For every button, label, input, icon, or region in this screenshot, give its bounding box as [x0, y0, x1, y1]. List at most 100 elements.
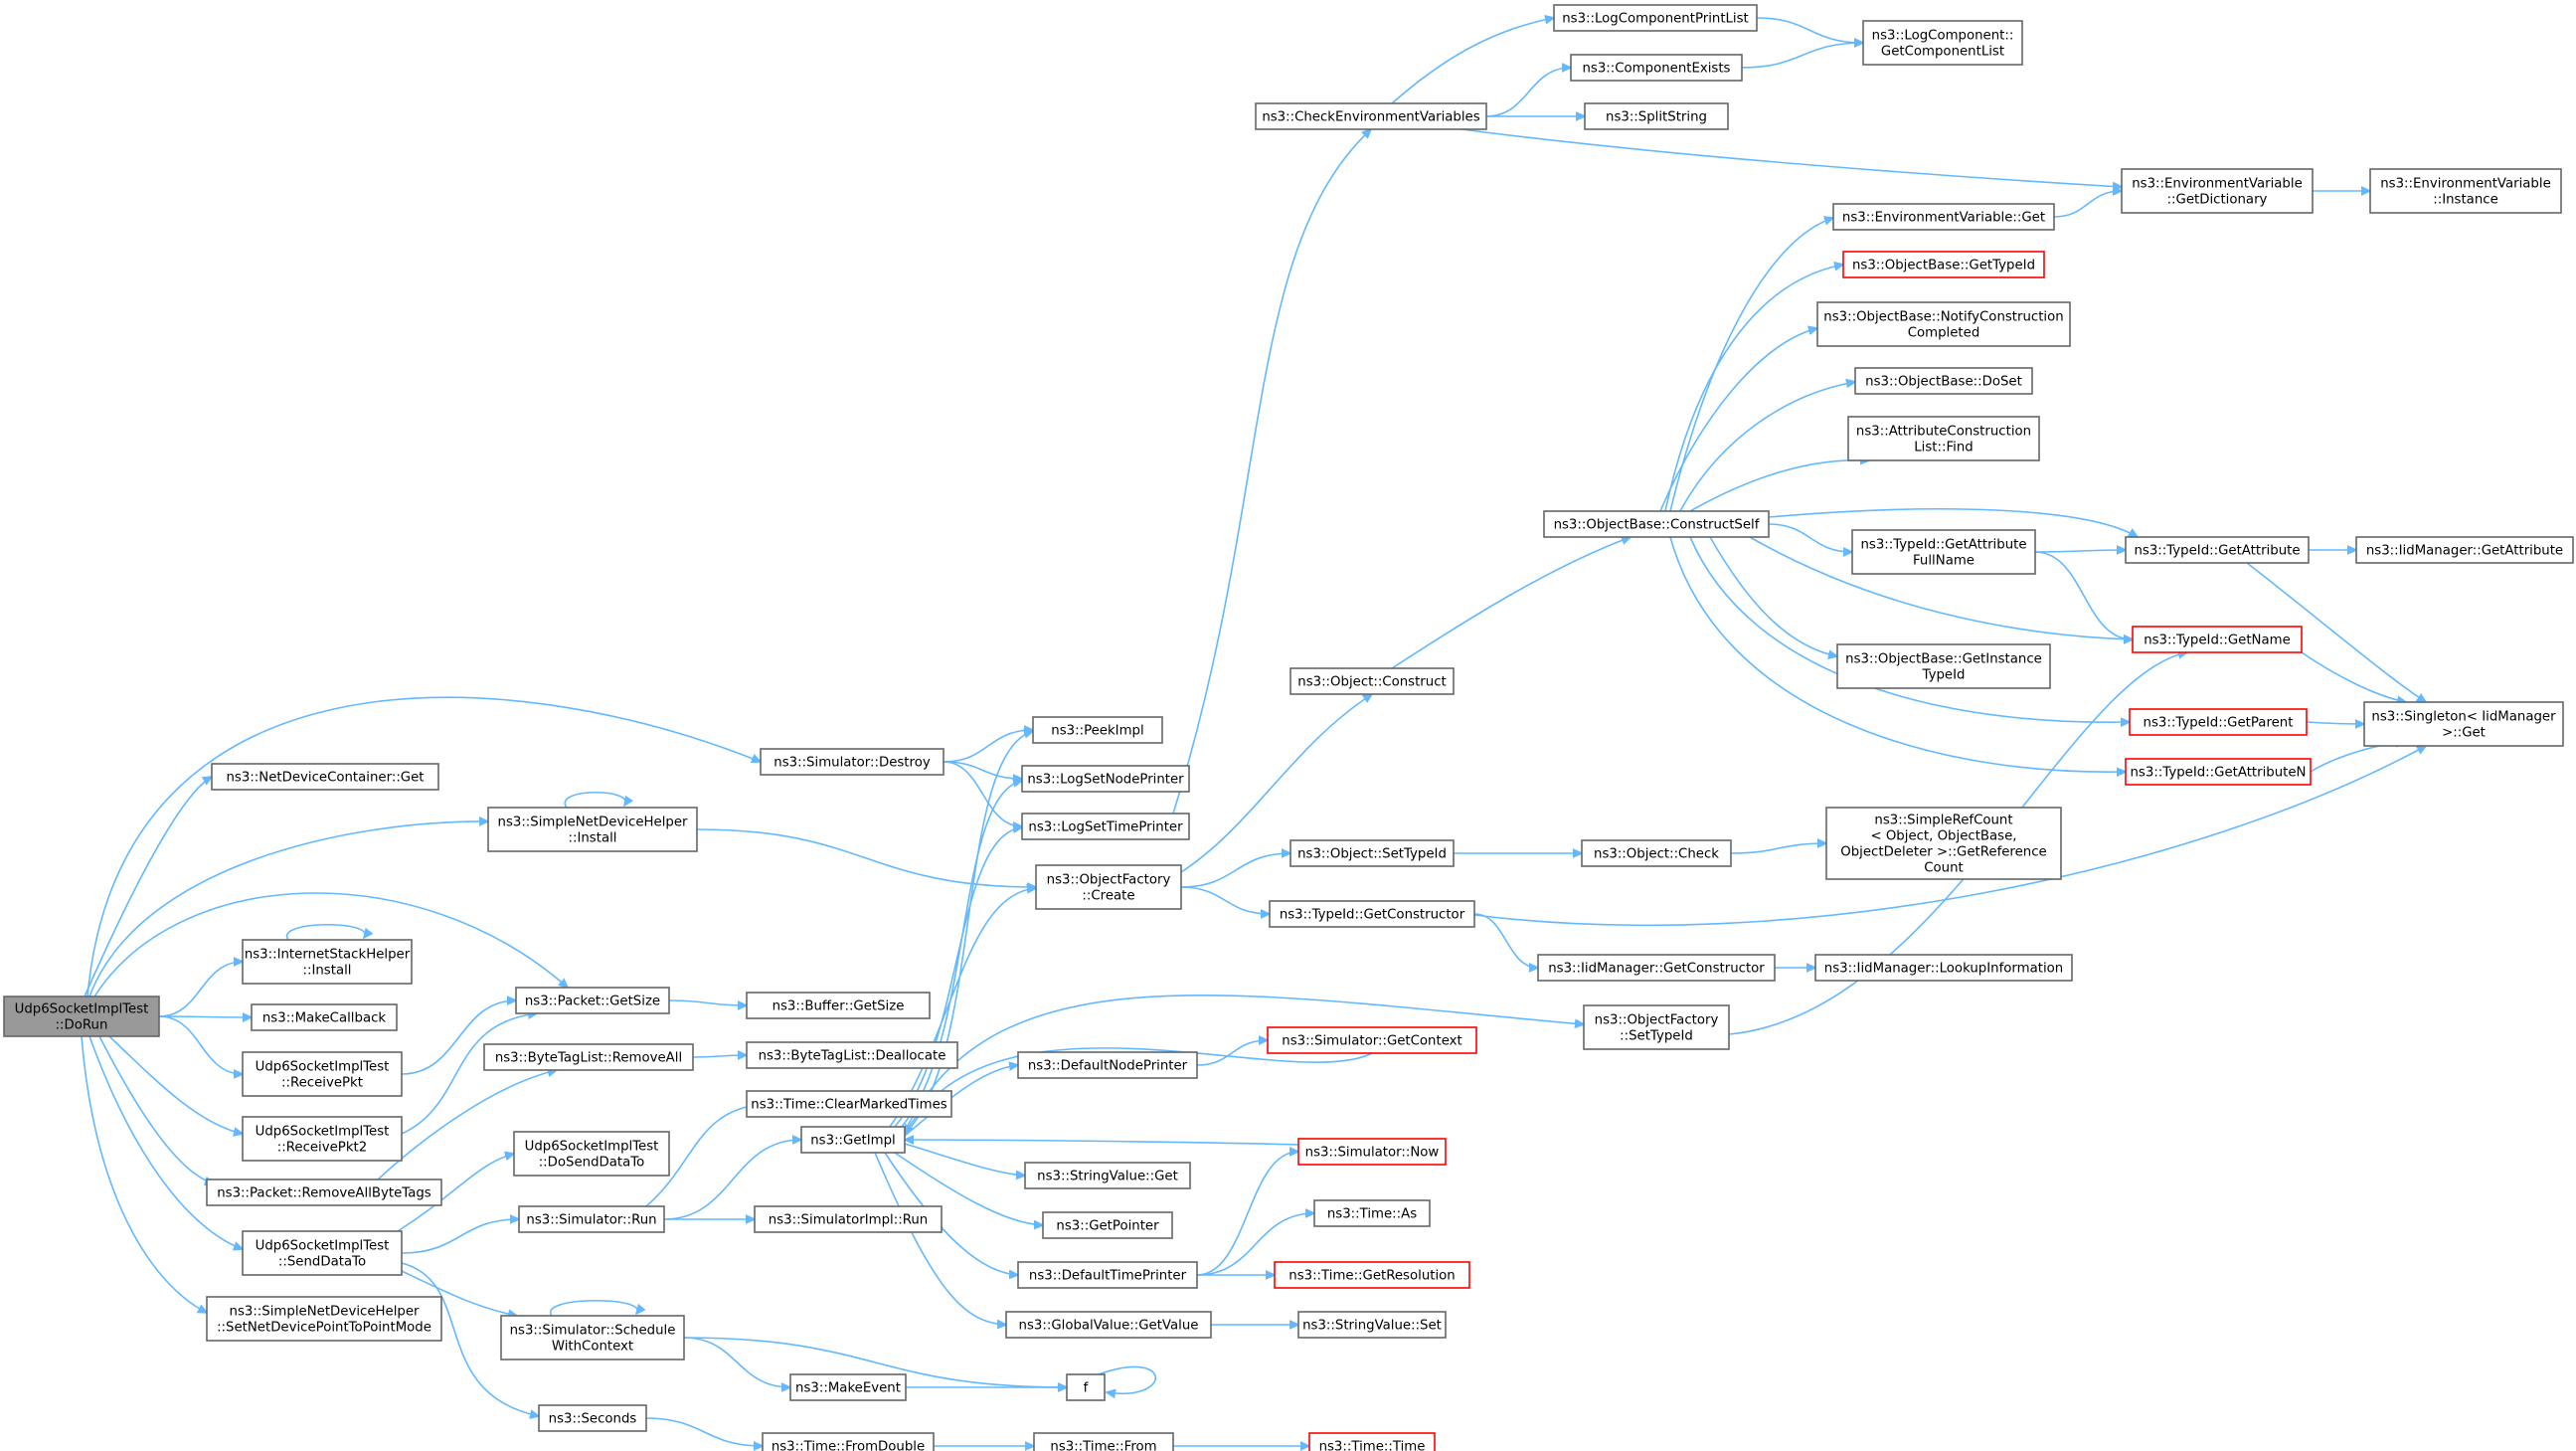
- edge-btlRemoveAll-to-btlDealloc: [692, 1055, 747, 1057]
- node-box: [789, 1373, 907, 1401]
- node-ofSetTypeId[interactable]: ns3::ObjectFactory::SetTypeId: [1583, 1004, 1730, 1050]
- node-objSetTypeId[interactable]: ns3::Object::SetTypeId: [1289, 839, 1455, 867]
- node-logNode[interactable]: ns3::LogSetNodePrinter: [1021, 765, 1190, 793]
- node-timeTime[interactable]: ns3::Time::Time: [1308, 1432, 1436, 1451]
- node-tidGetAttribute[interactable]: ns3::TypeId::GetAttribute: [2125, 536, 2310, 564]
- node-peekImpl[interactable]: ns3::PeekImpl: [1032, 716, 1163, 744]
- node-getPointer[interactable]: ns3::GetPointer: [1042, 1211, 1173, 1239]
- node-timeFrom[interactable]: ns3::Time::From: [1033, 1432, 1174, 1451]
- node-box: [1289, 667, 1455, 695]
- node-label: ::ReceivePkt2: [277, 1140, 367, 1155]
- node-makeCallback[interactable]: ns3::MakeCallback: [251, 1003, 398, 1031]
- node-box: [1042, 1211, 1173, 1239]
- node-doSendDataTo[interactable]: Udp6SocketImplTest::DoSendDataTo: [513, 1131, 670, 1177]
- node-root[interactable]: Udp6SocketImplTest::DoRun: [3, 996, 160, 1037]
- node-label: ns3::TypeId::GetAttributeN: [2131, 765, 2307, 780]
- node-ndcGet[interactable]: ns3::NetDeviceContainer::Get: [211, 763, 439, 791]
- node-label: ns3::DefaultNodePrinter: [1028, 1058, 1188, 1073]
- node-strValGet[interactable]: ns3::StringValue::Get: [1024, 1162, 1191, 1189]
- node-box: [242, 1116, 403, 1162]
- node-envInstance[interactable]: ns3::EnvironmentVariable::Instance: [2369, 168, 2562, 214]
- node-label: ::GetDictionary: [2167, 192, 2268, 207]
- node-envVarGet[interactable]: ns3::EnvironmentVariable::Get: [1832, 203, 2055, 231]
- node-label: ns3::LogComponentPrintList: [1562, 11, 1749, 26]
- edge-root-to-receivePkt: [158, 1015, 243, 1074]
- node-obConstructSelf[interactable]: ns3::ObjectBase::ConstructSelf: [1543, 510, 1770, 538]
- node-label: ns3::GetPointer: [1056, 1218, 1159, 1233]
- node-simImplRun[interactable]: ns3::SimulatorImpl::Run: [754, 1205, 943, 1233]
- node-label: Udp6SocketImplTest: [15, 1001, 149, 1016]
- node-removeAllByteTags[interactable]: ns3::Packet::RemoveAllByteTags: [206, 1179, 442, 1206]
- node-iidLookup[interactable]: ns3::IidManager::LookupInformation: [1814, 954, 2073, 982]
- node-fromDouble[interactable]: ns3::Time::FromDouble: [762, 1432, 935, 1451]
- edge-obConstructSelf-to-obGetTypeId: [1664, 265, 1843, 512]
- node-btlRemoveAll[interactable]: ns3::ByteTagList::RemoveAll: [483, 1043, 694, 1071]
- node-tidGetName[interactable]: ns3::TypeId::GetName: [2132, 626, 2303, 653]
- node-objConstruct[interactable]: ns3::Object::Construct: [1289, 667, 1455, 695]
- node-tidGetCtor[interactable]: ns3::TypeId::GetConstructor: [1269, 900, 1475, 928]
- node-obNotify[interactable]: ns3::ObjectBase::NotifyConstructionCompl…: [1816, 301, 2071, 347]
- node-logPrintList[interactable]: ns3::LogComponentPrintList: [1553, 4, 1758, 32]
- node-label: ns3::Time::As: [1327, 1206, 1417, 1221]
- node-envGetDict[interactable]: ns3::EnvironmentVariable::GetDictionary: [2121, 168, 2314, 214]
- node-simGetContext[interactable]: ns3::Simulator::GetContext: [1267, 1026, 1477, 1054]
- node-ishInstall[interactable]: ns3::InternetStackHelper::Install: [242, 939, 413, 985]
- node-bufGetSize[interactable]: ns3::Buffer::GetSize: [746, 992, 931, 1019]
- node-seconds[interactable]: ns3::Seconds: [538, 1404, 647, 1432]
- node-simDestroy[interactable]: ns3::Simulator::Destroy: [760, 748, 945, 776]
- node-logTime[interactable]: ns3::LogSetTimePrinter: [1021, 813, 1190, 840]
- node-box: [746, 1041, 958, 1069]
- node-box: [242, 939, 413, 985]
- node-label: ns3::GlobalValue::GetValue: [1019, 1318, 1199, 1333]
- node-sndhInstall[interactable]: ns3::SimpleNetDeviceHelper::Install: [487, 807, 698, 852]
- node-iidGetCtor[interactable]: ns3::IidManager::GetConstructor: [1537, 954, 1776, 982]
- node-box: [487, 807, 698, 852]
- node-box: [483, 1043, 694, 1071]
- node-obDoSet[interactable]: ns3::ObjectBase::DoSet: [1854, 367, 2033, 395]
- node-ofCreate[interactable]: ns3::ObjectFactory::Create: [1035, 864, 1182, 910]
- node-clearMarked[interactable]: ns3::Time::ClearMarkedTimes: [746, 1090, 952, 1118]
- node-timeAs[interactable]: ns3::Time::As: [1313, 1199, 1431, 1227]
- node-srcGetRefCount[interactable]: ns3::SimpleRefCount< Object, ObjectBase,…: [1825, 807, 2062, 880]
- node-receivePkt2[interactable]: Udp6SocketImplTest::ReceivePkt2: [242, 1116, 403, 1162]
- node-receivePkt[interactable]: Udp6SocketImplTest::ReceivePkt: [242, 1051, 403, 1097]
- node-box: [1570, 54, 1743, 82]
- node-checkEnv[interactable]: ns3::CheckEnvironmentVariables: [1255, 102, 1487, 130]
- node-makeEvent[interactable]: ns3::MakeEvent: [789, 1373, 907, 1401]
- node-label: ns3::LogComponent::: [1872, 28, 2014, 43]
- node-label: ns3::TypeId::GetAttribute: [1860, 537, 2026, 552]
- node-iidGetAttr[interactable]: ns3::IidManager::GetAttribute: [2355, 536, 2574, 564]
- node-tidGetParent[interactable]: ns3::TypeId::GetParent: [2129, 708, 2308, 736]
- node-simRun[interactable]: ns3::Simulator::Run: [518, 1205, 665, 1233]
- node-btlDealloc[interactable]: ns3::ByteTagList::Deallocate: [746, 1041, 958, 1069]
- node-timeGetRes[interactable]: ns3::Time::GetResolution: [1274, 1261, 1470, 1289]
- node-box: [1033, 1432, 1174, 1451]
- node-setPtp[interactable]: ns3::SimpleNetDeviceHelper::SetNetDevice…: [206, 1296, 442, 1342]
- edge-obConstructSelf-to-tidGetAttrN: [1669, 536, 2126, 772]
- edge-getImpl-to-ofSetTypeId: [904, 994, 1584, 1133]
- node-strValSet[interactable]: ns3::StringValue::Set: [1297, 1311, 1447, 1339]
- node-getImpl[interactable]: ns3::GetImpl: [800, 1126, 906, 1154]
- node-pktGetSize[interactable]: ns3::Packet::GetSize: [515, 987, 670, 1014]
- node-tidGetAttrN[interactable]: ns3::TypeId::GetAttributeN: [2125, 758, 2312, 786]
- node-label: ns3::ObjectBase::NotifyConstruction: [1823, 309, 2063, 324]
- node-compExists[interactable]: ns3::ComponentExists: [1570, 54, 1743, 82]
- node-box: [500, 1315, 685, 1360]
- node-splitString[interactable]: ns3::SplitString: [1584, 102, 1729, 130]
- node-simNow[interactable]: ns3::Simulator::Now: [1297, 1138, 1447, 1166]
- node-defNodePrinter[interactable]: ns3::DefaultNodePrinter: [1017, 1051, 1198, 1079]
- node-defTimePrinter[interactable]: ns3::DefaultTimePrinter: [1017, 1261, 1198, 1289]
- node-f[interactable]: f: [1066, 1373, 1106, 1401]
- node-singletonGet[interactable]: ns3::Singleton< IidManager>::Get: [2363, 701, 2564, 747]
- node-obGetTypeId[interactable]: ns3::ObjectBase::GetTypeId: [1842, 251, 2045, 278]
- node-lcGetList[interactable]: ns3::LogComponent::GetComponentList: [1862, 20, 2023, 66]
- node-objCheck[interactable]: ns3::Object::Check: [1581, 839, 1732, 867]
- node-sendDataTo[interactable]: Udp6SocketImplTest::SendDataTo: [242, 1230, 403, 1276]
- edge-ofCreate-to-objConstruct: [1180, 694, 1372, 873]
- node-label: < Object, ObjectBase,: [1870, 828, 2016, 843]
- node-gvGetValue[interactable]: ns3::GlobalValue::GetValue: [1005, 1311, 1212, 1339]
